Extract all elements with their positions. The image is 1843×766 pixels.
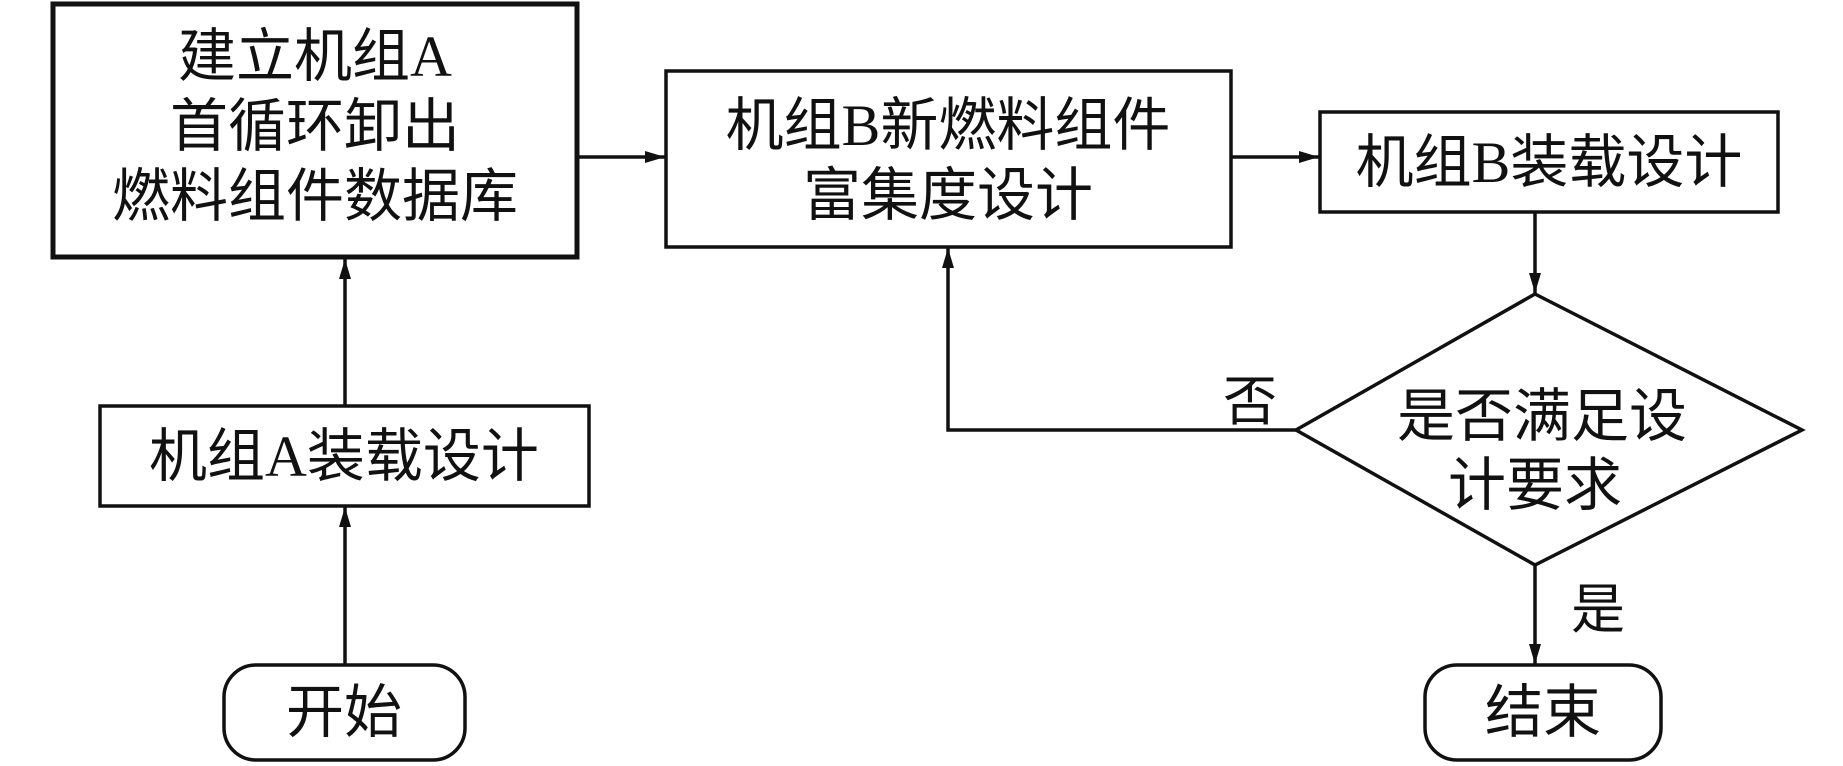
node-decision-line-1: 是否满足设 [1397,384,1687,449]
node-decision-line-2: 计要求 [1448,453,1622,518]
edge-decision-no-feedback [942,248,1296,432]
node-database-line-3: 燃料组件数据库 [112,164,518,229]
node-database: 建立机组A 首循环卸出 燃料组件数据库 [50,1,580,260]
node-unit-a-loading-label: 机组A装载设计 [149,424,539,489]
node-start-label: 开始 [286,680,402,745]
node-enrichment-line-2: 富集度设计 [803,163,1093,228]
node-unit-b-loading: 机组B装载设计 [1318,110,1780,214]
node-unit-a-loading: 机组A装载设计 [98,404,591,508]
node-unit-b-loading-label: 机组B装载设计 [1356,130,1743,195]
node-decision: 是否满足设 计要求 [1292,292,1806,567]
edge-label-no: 否 [1223,372,1277,432]
node-enrichment: 机组B新燃料组件 富集度设计 [664,69,1233,249]
node-end-label: 结束 [1485,680,1601,745]
node-start: 开始 [222,663,467,762]
edge-label-yes: 是 [1571,580,1625,640]
node-end: 结束 [1423,663,1663,762]
node-database-line-1: 建立机组A [178,24,452,89]
node-enrichment-line-1: 机组B新燃料组件 [726,93,1171,158]
node-database-line-2: 首循环卸出 [170,94,460,159]
